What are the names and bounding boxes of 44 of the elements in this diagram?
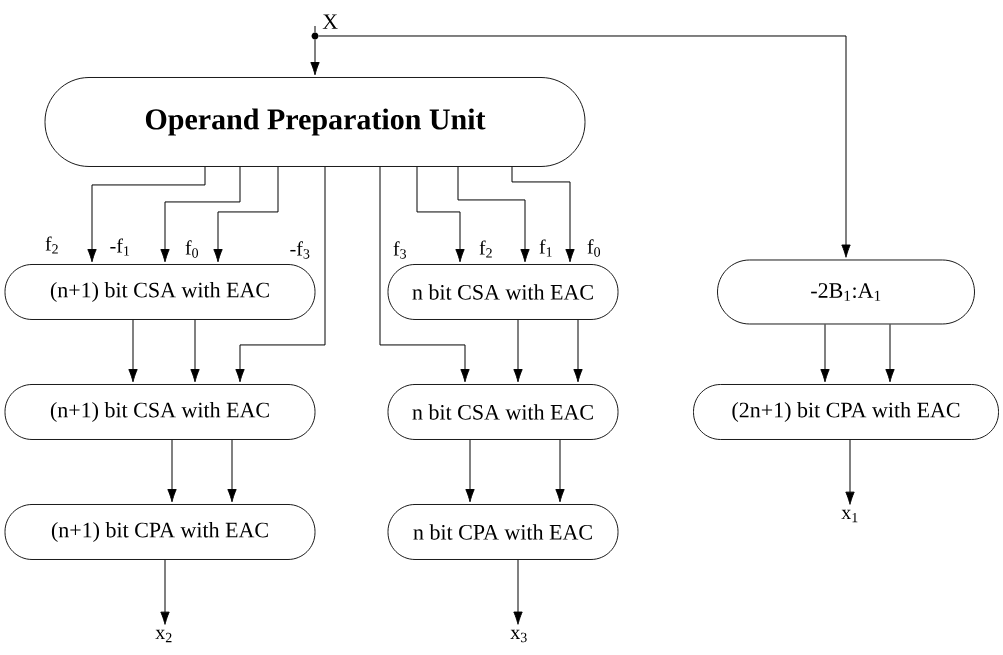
arrow [573, 319, 583, 383]
rounded-box: (n+1) bit CSA with EAC [4, 384, 316, 440]
edge-label: -f$_{1}$ [108, 237, 132, 257]
output-label: x$_{1}$ [841, 509, 858, 523]
arrow [167, 439, 177, 503]
arrow [555, 439, 565, 503]
arrow [160, 166, 241, 263]
edge-label: f$_{3}$ [391, 240, 409, 260]
arrow [160, 559, 170, 625]
edge-label: f$_{0}$ [183, 239, 201, 259]
arrow [513, 319, 523, 383]
rounded-box: (n+1) bit CPA with EAC [4, 504, 316, 560]
rounded-box: -2B$_{1}$:A$_{1}$ [717, 259, 975, 325]
output-label: x$_{3}$ [510, 629, 527, 643]
rounded-box: (n+1) bit CSA with EAC [4, 264, 316, 320]
arrow [128, 319, 138, 383]
arrow [190, 319, 200, 383]
edge-label: f$_{0}$ [585, 238, 603, 258]
edge-label: -f$_{3}$ [288, 240, 312, 260]
arrow [885, 323, 895, 383]
rounded-box: n bit CPA with EAC [387, 504, 619, 560]
arrow [379, 166, 470, 383]
rounded-box: n bit CSA with EAC [387, 264, 619, 320]
input-label: X [322, 14, 338, 29]
arrow [227, 439, 237, 503]
edge-label: f$_{2}$ [477, 239, 495, 259]
arrow [310, 39, 320, 76]
arrow [465, 439, 475, 503]
rounded-box: (2n+1) bit CPA with EAC [693, 384, 999, 440]
arrow [511, 166, 575, 263]
edge-label: f$_{1}$ [537, 238, 555, 258]
rounded-box: Operand Preparation Unit [44, 77, 586, 167]
arrow [87, 166, 206, 263]
arrow [845, 439, 855, 505]
arrow [318, 35, 851, 258]
arrow [820, 323, 830, 383]
arrow [513, 559, 523, 625]
arrow [457, 166, 530, 263]
arrow [235, 166, 326, 383]
arrow [213, 166, 279, 263]
rounded-box: n bit CSA with EAC [387, 384, 619, 440]
output-label: x$_{2}$ [155, 629, 172, 643]
edge-label: f$_{2}$ [43, 235, 61, 255]
arrow [416, 166, 465, 263]
